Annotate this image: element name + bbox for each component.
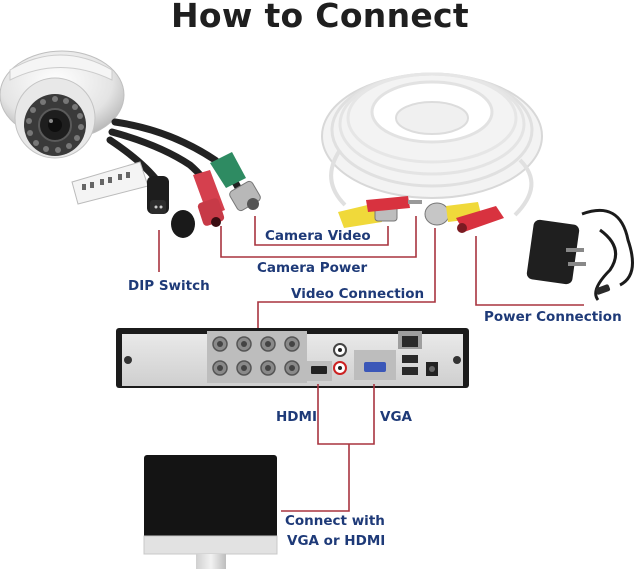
label-connect-line1: Connect with [285,513,385,529]
ethernet-port [402,336,418,347]
label-vga: VGA [380,409,412,425]
label-connect-line2: VGA or HDMI [287,533,386,549]
dip-switch-label-paper [71,161,149,205]
coiled-cable [321,72,543,217]
hdmi-port [311,366,327,374]
page-title: How to Connect [171,0,469,35]
usb-port [402,367,418,375]
red-power-connector [193,170,225,227]
label-dip-switch: DIP Switch [128,278,210,294]
line-camera-video [254,216,389,246]
dvr-rear-panel [116,328,469,388]
line-camera-power [220,216,417,258]
vga-port [364,362,386,372]
monitor [143,455,278,569]
bnc-video-inputs [212,336,300,376]
green-bnc-connector [210,152,261,212]
line-to-monitor [281,444,350,512]
left-cable-ends [338,196,422,228]
usb-port [402,355,418,363]
label-hdmi: HDMI [276,409,317,425]
right-cable-ends [424,202,504,233]
power-adapter [526,208,634,301]
ir-led-ring [26,96,84,153]
label-camera-power: Camera Power [257,260,368,276]
line-power-connection [475,236,584,306]
label-video-connection: Video Connection [291,286,425,302]
label-power-connection: Power Connection [484,309,622,325]
dome-camera [0,50,125,159]
label-camera-video: Camera Video [265,228,371,244]
line-hdmi-vga [317,384,375,445]
dip-switch-connector [147,176,195,238]
connector-lines [158,216,584,512]
line-video-connection [257,228,436,328]
